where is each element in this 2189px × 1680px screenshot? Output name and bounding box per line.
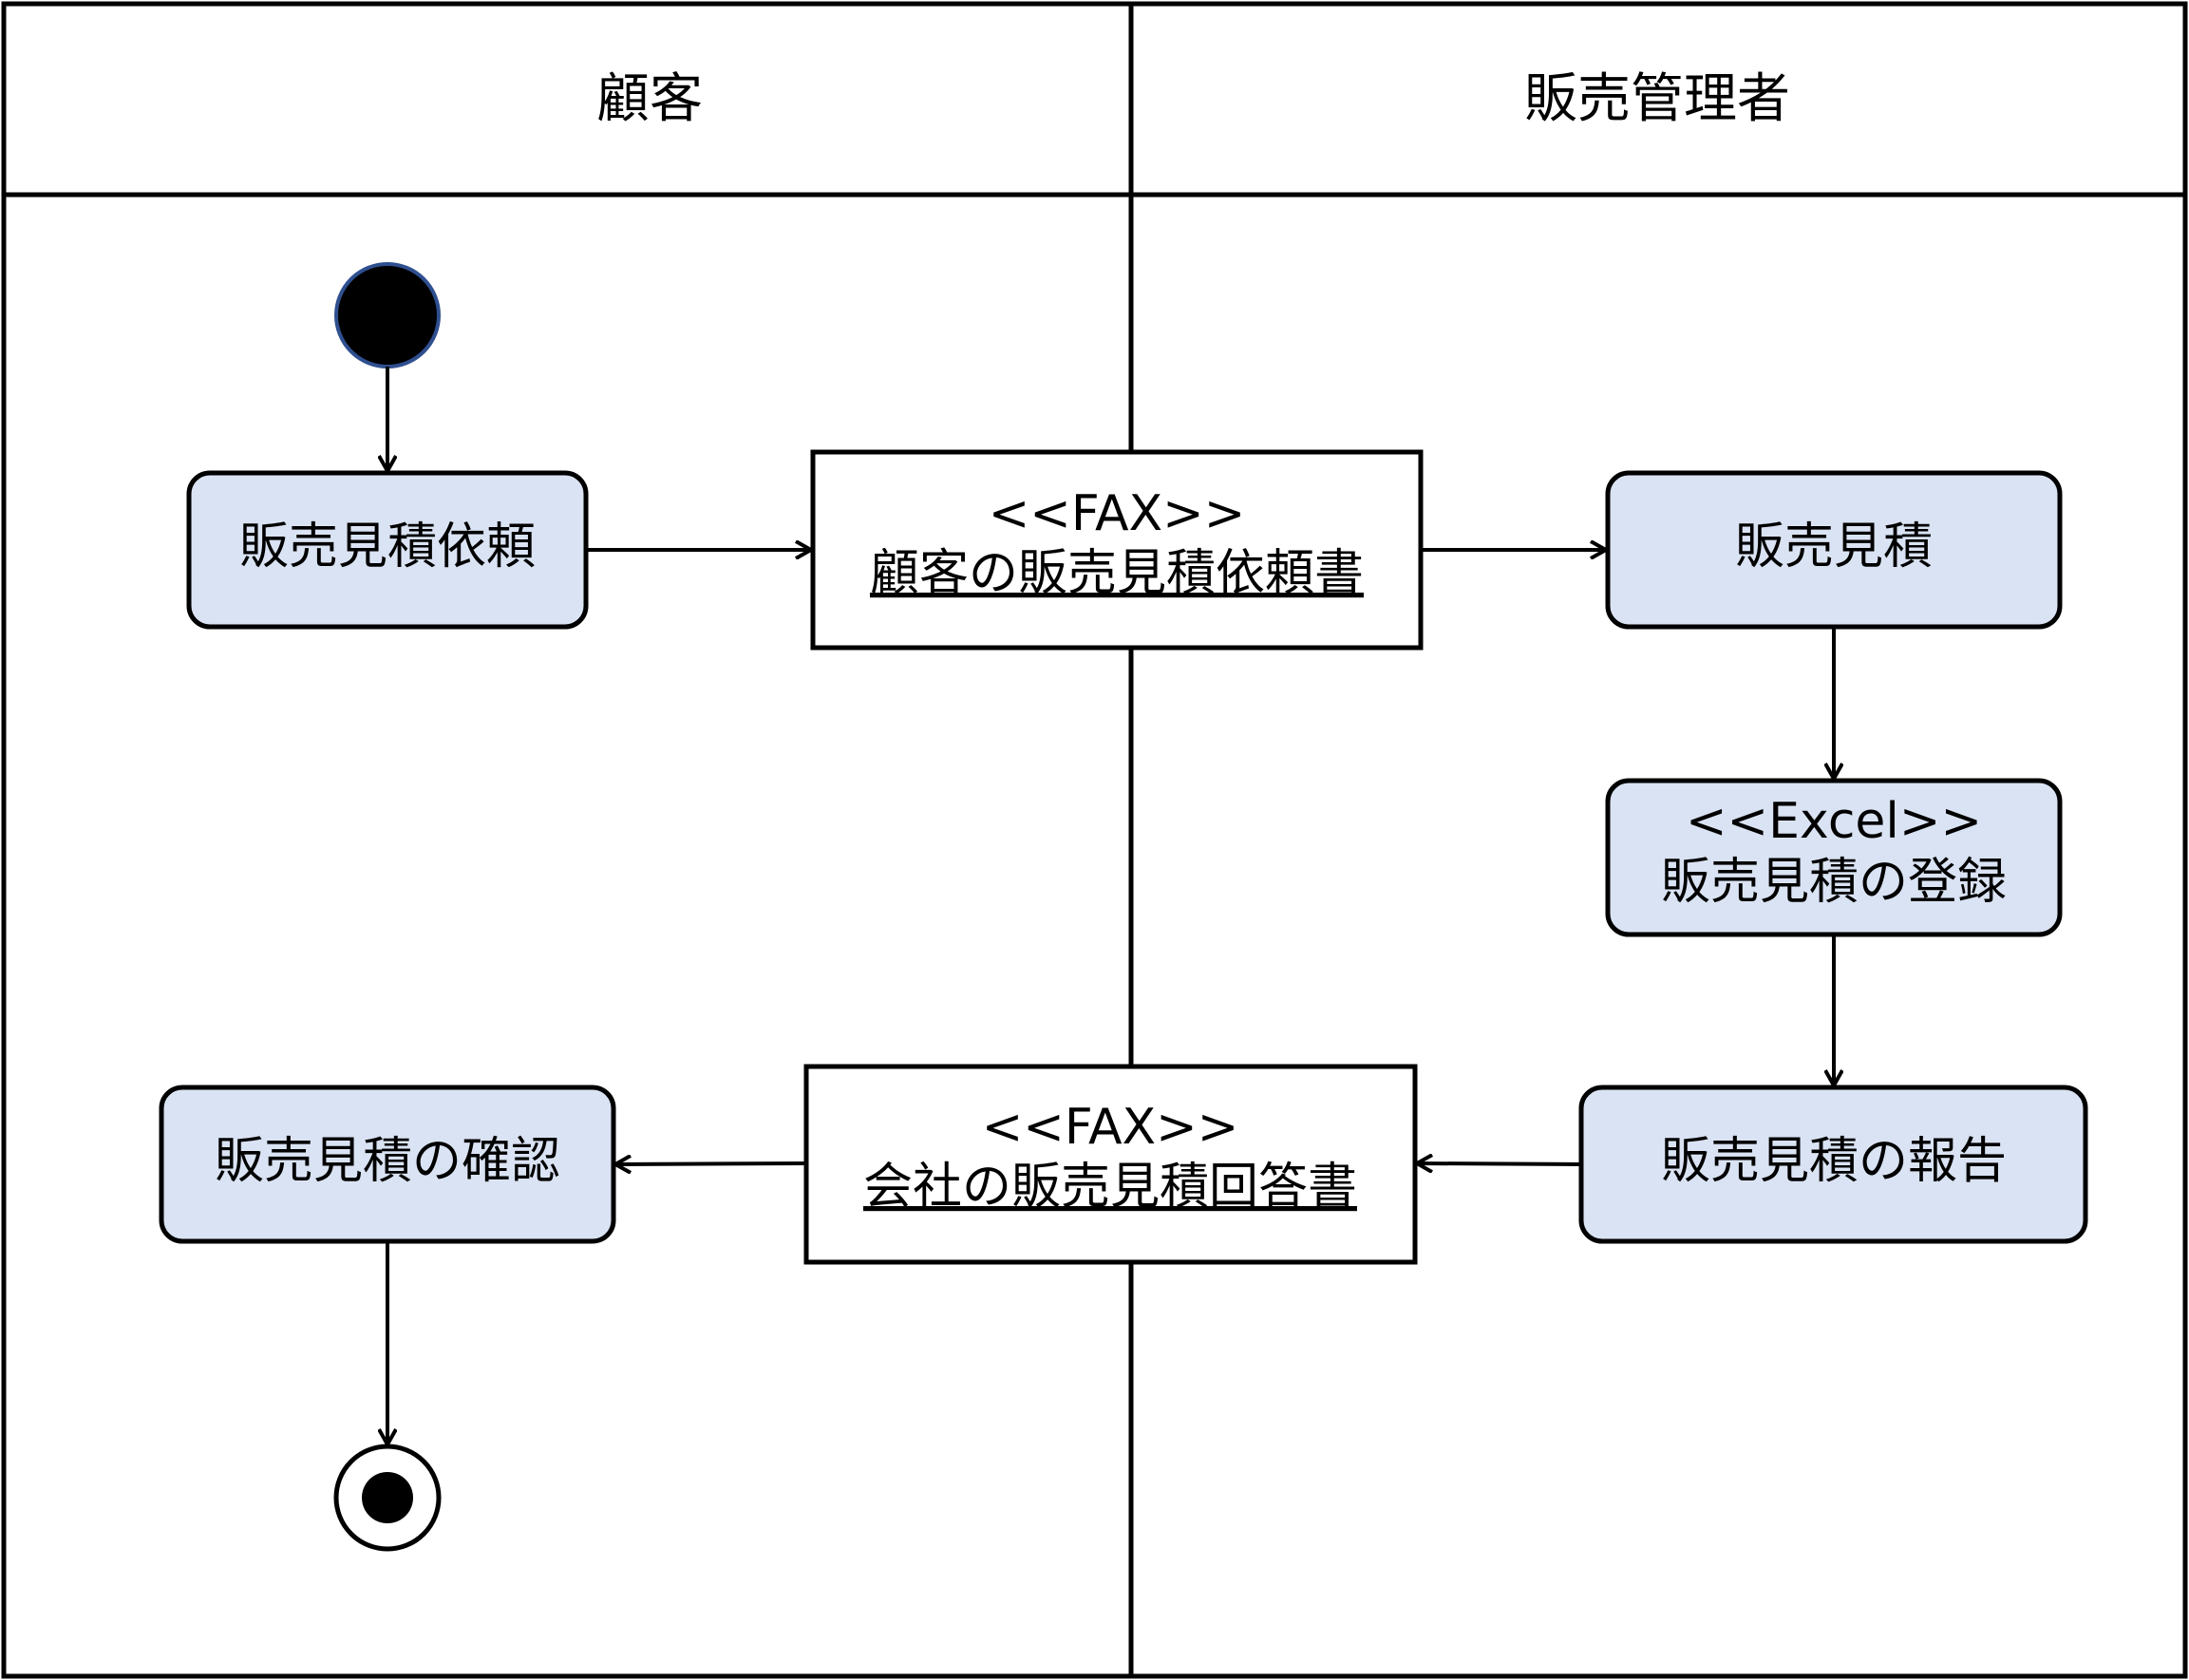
lane-title-customer: 顧客	[596, 68, 703, 130]
object-fax-request-label: 顧客の販売見積依頼書	[870, 545, 1364, 602]
action-confirm-label: 販売見積の確認	[215, 1133, 560, 1190]
object-fax-answer-label: 会社の販売見積回答書	[863, 1159, 1357, 1216]
edge-report-to-fax-answer	[1417, 1163, 1582, 1164]
lane-title-sales-manager: 販売管理者	[1524, 68, 1790, 130]
action-request[interactable]: 販売見積依頼	[186, 470, 589, 630]
action-confirm[interactable]: 販売見積の確認	[159, 1085, 616, 1244]
object-fax-request-stereotype: <<FAX>>	[989, 485, 1246, 542]
action-estimate-label: 販売見積	[1735, 519, 1933, 576]
initial-node	[334, 262, 441, 368]
object-fax-answer-stereotype: <<FAX>>	[982, 1099, 1239, 1156]
action-excel-register-stereotype: <<Excel>>	[1686, 793, 1982, 850]
action-excel-register[interactable]: <<Excel>> 販売見積の登録	[1605, 778, 2063, 937]
action-excel-register-label: 販売見積の登録	[1661, 854, 2007, 911]
action-report[interactable]: 販売見積の報告	[1578, 1085, 2088, 1244]
action-estimate[interactable]: 販売見積	[1605, 470, 2063, 630]
action-report-label: 販売見積の報告	[1661, 1133, 2007, 1190]
edge-fax-answer-to-confirm	[615, 1163, 807, 1164]
action-request-label: 販売見積依頼	[239, 519, 536, 576]
object-fax-request[interactable]: <<FAX>> 顧客の販売見積依頼書	[810, 449, 1424, 651]
final-node	[333, 1444, 442, 1552]
object-fax-answer[interactable]: <<FAX>> 会社の販売見積回答書	[803, 1064, 1418, 1265]
